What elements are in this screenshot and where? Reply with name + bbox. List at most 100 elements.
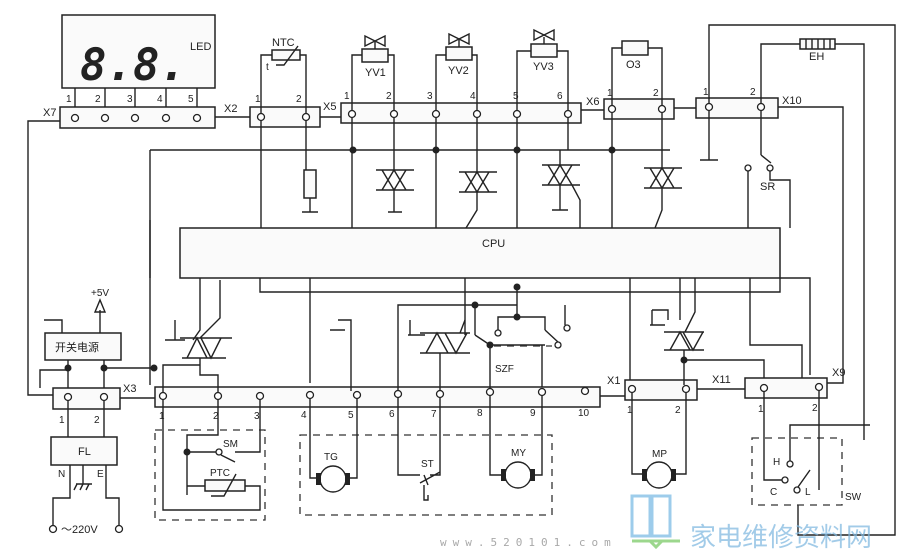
pin-label: 5	[348, 410, 354, 421]
triac-drain	[397, 304, 470, 390]
pin-label: 1	[758, 404, 764, 415]
connector-x10: 1 2 X10	[695, 87, 802, 119]
connector-label-x2: X2	[224, 103, 237, 115]
water-level-switch-sw: H C L SW	[763, 391, 870, 503]
pin-label: 4	[301, 410, 307, 421]
connector-label-x6: X6	[586, 96, 599, 108]
led-pin-label: 4	[157, 94, 163, 105]
yv1-label: YV1	[365, 67, 386, 79]
connector-x2: 1 2	[249, 94, 321, 128]
connector-x3-power: 1 2 X3	[52, 383, 136, 426]
connector-x9: 1 2 X9	[744, 367, 845, 415]
pin-label: 4	[470, 91, 476, 102]
c-label: C	[770, 487, 777, 498]
led-label: LED	[190, 41, 211, 53]
connector-x5: 1 2 3 4 5 6	[340, 91, 582, 124]
pin-label: 1	[344, 91, 350, 102]
cpu-block: CPU	[179, 227, 781, 279]
motor-mp: MP	[631, 393, 687, 489]
pin-label: 8	[477, 408, 483, 419]
triac-valve-2	[459, 150, 497, 229]
pin-label: 2	[213, 411, 219, 422]
motor-my: MY	[489, 396, 543, 489]
connector-label: X9	[832, 367, 845, 379]
pin-label: 1	[159, 411, 165, 422]
motor-tg: TG	[309, 319, 358, 493]
led-pin-label: 2	[95, 94, 101, 105]
pin-label: 2	[812, 403, 818, 414]
pin-label: 1	[627, 405, 633, 416]
tg-label: TG	[324, 452, 338, 463]
pin-label: 3	[254, 411, 260, 422]
e-label: E	[97, 469, 104, 480]
pin-label: 1	[255, 94, 261, 105]
switch-sr: SR	[744, 154, 791, 228]
switch-szf: SZF	[465, 283, 571, 388]
fl-label: FL	[78, 446, 91, 458]
led-display: LED 8.8. 1 2 3 4 5	[61, 14, 216, 117]
yv3-label: YV3	[533, 61, 554, 73]
ntc-thermistor: NTC t	[260, 37, 307, 113]
pin-label: 7	[431, 409, 437, 420]
pin-label: 1	[607, 88, 613, 99]
connector-x1: 1 2	[624, 379, 698, 416]
heater-eh: EH	[760, 38, 865, 440]
triac-heater-relay	[162, 280, 232, 392]
connector-label-x3: X3	[123, 383, 136, 395]
st-label: ST	[421, 459, 434, 470]
szf-label: SZF	[495, 364, 514, 375]
pin-label: 1	[59, 415, 65, 426]
pin-label: 2	[653, 88, 659, 99]
filter-fl: FL N E ～220V	[48, 436, 124, 536]
pin-label: 5	[513, 91, 519, 102]
eh-label: EH	[809, 51, 824, 63]
pin-label: 3	[427, 91, 433, 102]
l-label: L	[805, 487, 811, 498]
watermark-name: 家电维修资料网	[690, 523, 872, 551]
my-label: MY	[511, 448, 526, 459]
triac-o3	[644, 150, 682, 229]
switching-power-supply: 开关电源 +5V	[39, 288, 158, 388]
watermark-logo: 家电维修资料网 www.520101.com	[440, 494, 872, 551]
power-supply-label: 开关电源	[55, 340, 99, 354]
pin-label: 10	[578, 408, 590, 419]
pin-label: 2	[386, 91, 392, 102]
valve-yv2: YV2	[435, 32, 478, 110]
connector-label: X7	[43, 107, 56, 119]
h-label: H	[773, 457, 780, 468]
connector-x3-bus: 1 2 3 4 5 6 7 8 9 10	[154, 386, 601, 422]
ac-220v-label: ～220V	[61, 524, 98, 536]
sw-label: SW	[845, 492, 862, 503]
n-label: N	[58, 469, 65, 480]
resistor	[302, 169, 318, 213]
valve-yv3: YV3	[516, 28, 569, 110]
pin-label: 6	[557, 91, 563, 102]
led-pin-label: 5	[188, 94, 194, 105]
ntc-label: NTC	[272, 37, 295, 49]
o3-label: O3	[626, 59, 641, 71]
cpu-label: CPU	[482, 238, 505, 250]
triac-pump	[650, 278, 765, 385]
pin-label: 9	[530, 408, 536, 419]
ptc-label: PTC	[210, 468, 230, 479]
triac-valve-1	[376, 150, 414, 213]
yv2-label: YV2	[448, 65, 469, 77]
pin-label: 1	[703, 87, 709, 98]
switch-sm-ptc: SM PTC	[162, 400, 261, 511]
connector-label-x5: X5	[323, 101, 336, 113]
sm-label: SM	[223, 439, 238, 450]
pin-label: 6	[389, 409, 395, 420]
valve-yv1: YV1	[351, 34, 395, 110]
mp-label: MP	[652, 449, 667, 460]
connector-label: X10	[782, 95, 802, 107]
sr-label: SR	[760, 181, 775, 193]
pin-label: 2	[94, 415, 100, 426]
connector-x6: 1 2	[603, 88, 675, 120]
ntc-t-label: t	[266, 62, 269, 73]
led-pin-label: 1	[66, 94, 72, 105]
connector-label-x11: X11	[712, 374, 731, 386]
led-display-value: 8.8.	[80, 40, 186, 91]
watermark-url: www.520101.com	[440, 536, 617, 549]
ozone-generator-o3: O3	[611, 40, 663, 105]
